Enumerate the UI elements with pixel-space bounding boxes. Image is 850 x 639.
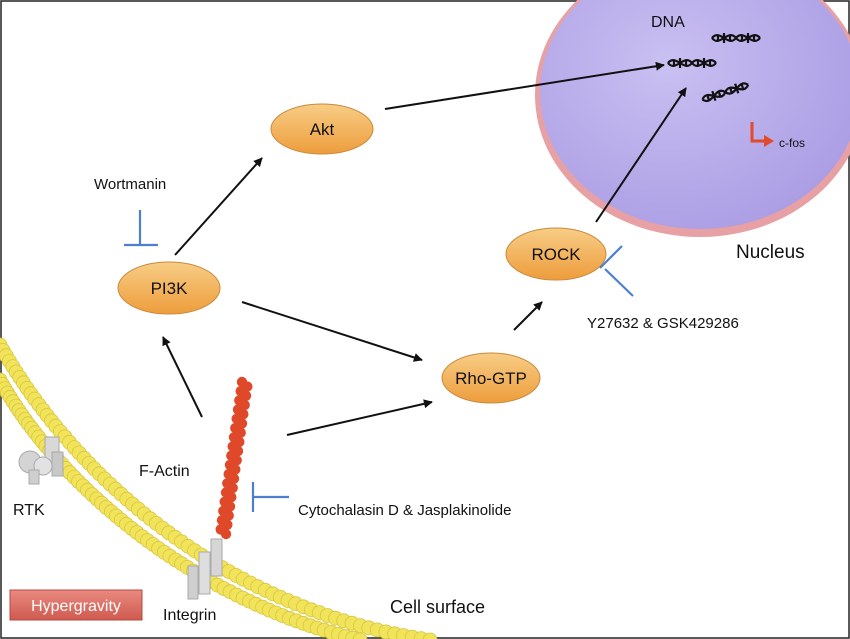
- arrow-rock-to-dna: [595, 87, 687, 223]
- f-actin-label: F-Actin: [139, 463, 190, 480]
- dna-icon: [667, 33, 761, 103]
- cell-surface-label: Cell surface: [390, 597, 485, 617]
- node-akt: Akt: [270, 103, 374, 155]
- nucleus-label: Nucleus: [736, 242, 805, 263]
- inhibitor-rock-icon: [599, 245, 634, 297]
- rock-inhibitors-label: Y27632 & GSK429286: [587, 315, 739, 332]
- hypergravity-label: Hypergravity: [31, 598, 121, 615]
- arrow-pi3k-to-akt: [174, 157, 263, 256]
- cfos-label: c-fos: [779, 136, 805, 150]
- node-pi3k: PI3K: [117, 261, 221, 315]
- arrow-integrin-to-pi3k: [162, 336, 203, 418]
- node-pi3k-label: PI3K: [151, 279, 189, 298]
- arrow-pi3k-to-rho: [241, 301, 423, 362]
- rtk-label: RTK: [13, 502, 45, 519]
- cfos-arrow-icon: [750, 122, 774, 147]
- inhibitor-actin-icon: [251, 482, 289, 512]
- nucleus: [535, 0, 850, 237]
- wortmanin-label: Wortmanin: [94, 176, 166, 193]
- hypergravity-badge: Hypergravity: [9, 589, 143, 621]
- node-rho-gtp-label: Rho-GTP: [455, 369, 527, 388]
- arrow-actin-to-rho: [286, 399, 433, 436]
- integrin-receptor-icon: [187, 538, 223, 600]
- f-actin-filament: [215, 376, 253, 540]
- node-rock: ROCK: [505, 227, 607, 281]
- arrow-rho-to-rock: [513, 301, 543, 331]
- node-akt-label: Akt: [310, 120, 335, 139]
- inhibitor-wortmanin-icon: [124, 210, 158, 247]
- actin-inhibitors-label: Cytochalasin D & Jasplakinolide: [298, 502, 511, 519]
- rtk-receptor-icon: [18, 436, 64, 485]
- arrow-akt-to-dna: [384, 61, 665, 110]
- integrin-label: Integrin: [163, 607, 216, 624]
- dna-label: DNA: [651, 14, 685, 31]
- node-rock-label: ROCK: [531, 245, 581, 264]
- node-rho-gtp: Rho-GTP: [441, 352, 541, 404]
